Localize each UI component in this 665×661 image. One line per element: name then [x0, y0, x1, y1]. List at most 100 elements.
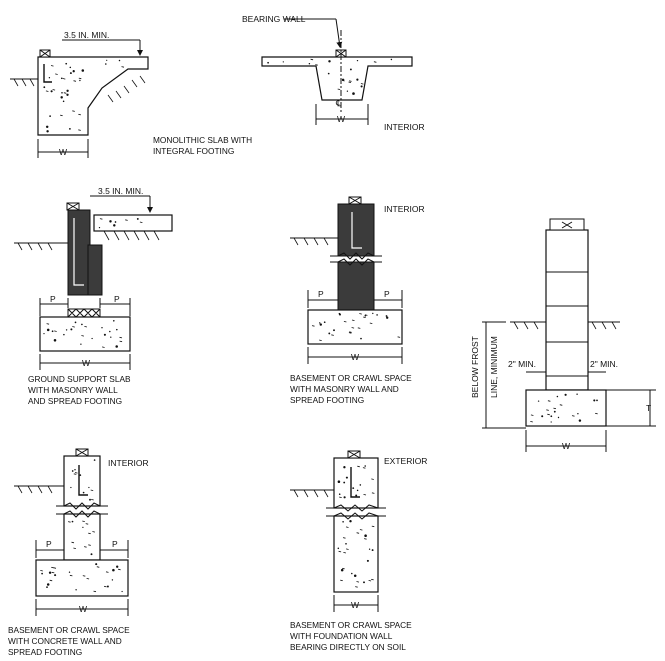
aggregate-speck — [115, 345, 118, 348]
aggregate-dash — [102, 346, 105, 348]
soil-hatch — [17, 230, 160, 251]
caption-line: BASEMENT OR CRAWL SPACE — [290, 620, 412, 630]
aggregate-speck — [43, 86, 46, 89]
aggregate-dash — [553, 407, 556, 410]
aggregate-dash — [119, 336, 123, 339]
aggregate-speck — [48, 571, 52, 574]
spread-footing — [307, 309, 403, 345]
aggregate-speck — [81, 323, 83, 326]
projection-dim: P — [112, 539, 118, 549]
soil-hatch — [513, 321, 617, 330]
aggregate-speck — [550, 421, 552, 423]
interior-label: INTERIOR — [384, 122, 425, 132]
caption-line: SPREAD FOOTING — [290, 395, 364, 405]
interior-label: INTERIOR — [384, 204, 425, 214]
aggregate-speck — [61, 92, 63, 94]
aggregate-speck — [121, 590, 123, 593]
aggregate-dash — [363, 494, 367, 496]
aggregate-dash — [363, 316, 366, 318]
aggregate-speck — [390, 58, 393, 61]
aggregate-speck — [69, 72, 72, 75]
aggregate-dash — [50, 65, 54, 67]
aggregate-speck — [79, 79, 81, 82]
aggregate-speck — [75, 589, 77, 591]
aggregate-dash — [82, 520, 85, 522]
aggregate-speck — [63, 333, 65, 336]
aggregate-speck — [105, 63, 107, 65]
aggregate-speck — [360, 85, 363, 88]
aggregate-dash — [72, 110, 75, 112]
aggregate-dash — [371, 478, 374, 480]
aggregate-dash — [356, 532, 360, 534]
aggregate-speck — [356, 59, 359, 62]
aggregate-dash — [99, 218, 103, 220]
soil-hatch — [17, 485, 53, 494]
aggregate-speck — [351, 572, 353, 575]
aggregate-speck — [70, 486, 72, 489]
aggregate-dash — [46, 323, 50, 325]
aggregate-speck — [352, 487, 355, 490]
aggregate-speck — [340, 568, 344, 572]
aggregate-dash — [78, 77, 82, 80]
aggregate-dash — [356, 581, 360, 583]
width-dim: W — [59, 147, 67, 157]
aggregate-dash — [85, 523, 89, 525]
block-wall — [545, 229, 589, 391]
aggregate-speck — [593, 399, 596, 402]
aggregate-dash — [63, 92, 67, 94]
aggregate-speck — [65, 62, 68, 65]
aggregate-speck — [81, 69, 85, 72]
aggregate-speck — [368, 548, 371, 550]
aggregate-speck — [98, 226, 101, 229]
aggregate-dash — [530, 414, 534, 416]
aggregate-speck — [541, 415, 544, 418]
aggregate-speck — [53, 339, 57, 342]
concrete-wall-upper — [63, 455, 101, 507]
aggregate-speck — [110, 336, 112, 338]
aggregate-speck — [359, 484, 362, 486]
aggregate-speck — [91, 337, 93, 340]
aggregate-speck — [356, 489, 359, 492]
aggregate-dash — [53, 567, 57, 569]
masonry-wall-lower — [337, 261, 375, 311]
aggregate-dash — [373, 61, 377, 63]
thickness-dim: T — [646, 403, 651, 413]
aggregate-dash — [91, 499, 94, 501]
thickened-slab-section — [261, 56, 413, 101]
aggregate-dash — [90, 489, 94, 491]
aggregate-speck — [80, 343, 82, 345]
projection-dim: P — [50, 294, 56, 304]
aggregate-dash — [125, 219, 128, 221]
caption-line: MONOLITHIC SLAB WITH — [153, 135, 252, 145]
frost-line-label: BELOW FROST — [470, 336, 480, 398]
aggregate-dash — [371, 525, 375, 528]
aggregate-dash — [547, 413, 550, 416]
caption-line: GROUND SUPPORT SLAB — [28, 374, 131, 384]
aggregate-dash — [52, 89, 56, 91]
aggregate-speck — [106, 585, 109, 588]
aggregate-speck — [319, 322, 321, 324]
aggregate-dash — [346, 548, 349, 550]
aggregate-speck — [50, 90, 53, 93]
aggregate-speck — [136, 217, 139, 220]
aggregate-speck — [553, 410, 556, 413]
aggregate-speck — [103, 333, 106, 336]
aggregate-dash — [571, 415, 575, 417]
aggregate-dash — [362, 467, 366, 469]
aggregate-dash — [105, 571, 109, 573]
aggregate-speck — [345, 542, 347, 545]
aggregate-dash — [349, 80, 352, 82]
aggregate-speck — [343, 481, 346, 484]
aggregate-dash — [342, 567, 345, 570]
aggregate-speck — [66, 89, 69, 92]
caption-line: AND SPREAD FOOTING — [28, 396, 122, 406]
foundation-wall-lower — [333, 515, 379, 593]
aggregate-dash — [342, 537, 346, 539]
aggregate-speck — [385, 315, 388, 317]
aggregate-speck — [106, 59, 108, 61]
aggregate-dash — [331, 334, 334, 336]
aggregate-dash — [355, 586, 358, 588]
aggregate-speck — [346, 90, 349, 92]
aggregate-speck — [111, 579, 114, 581]
aggregate-speck — [60, 96, 63, 99]
